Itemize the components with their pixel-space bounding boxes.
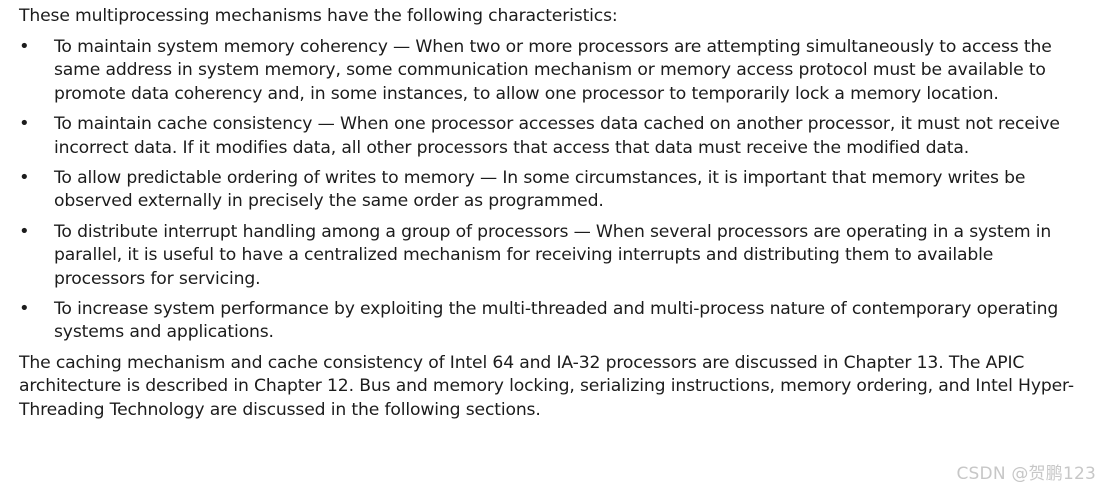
list-item: • To increase system performance by expl… xyxy=(19,298,1089,344)
document-body: These multiprocessing mechanisms have th… xyxy=(19,5,1089,422)
summary-paragraph: The caching mechanism and cache consiste… xyxy=(19,353,1074,420)
list-item: • To maintain cache consistency — When o… xyxy=(19,113,1089,159)
list-item-text: To maintain system memory coherency — Wh… xyxy=(54,37,1052,104)
bullet-icon: • xyxy=(19,298,30,320)
list-item-text: To distribute interrupt handling among a… xyxy=(54,222,1052,289)
bullet-icon: • xyxy=(19,167,30,189)
intro-paragraph: These multiprocessing mechanisms have th… xyxy=(19,6,618,26)
bullet-icon: • xyxy=(19,221,30,243)
list-item-text: To allow predictable ordering of writes … xyxy=(54,168,1026,212)
watermark: CSDN @贺鹏123 xyxy=(956,464,1096,484)
bullet-icon: • xyxy=(19,36,30,58)
list-item-text: To increase system performance by exploi… xyxy=(54,299,1059,343)
list-item: • To maintain system memory coherency — … xyxy=(19,36,1089,106)
list-item: • To allow predictable ordering of write… xyxy=(19,167,1089,213)
list-item: • To distribute interrupt handling among… xyxy=(19,221,1089,291)
characteristics-list: • To maintain system memory coherency — … xyxy=(19,36,1089,344)
bullet-icon: • xyxy=(19,113,30,135)
list-item-text: To maintain cache consistency — When one… xyxy=(54,114,1060,158)
